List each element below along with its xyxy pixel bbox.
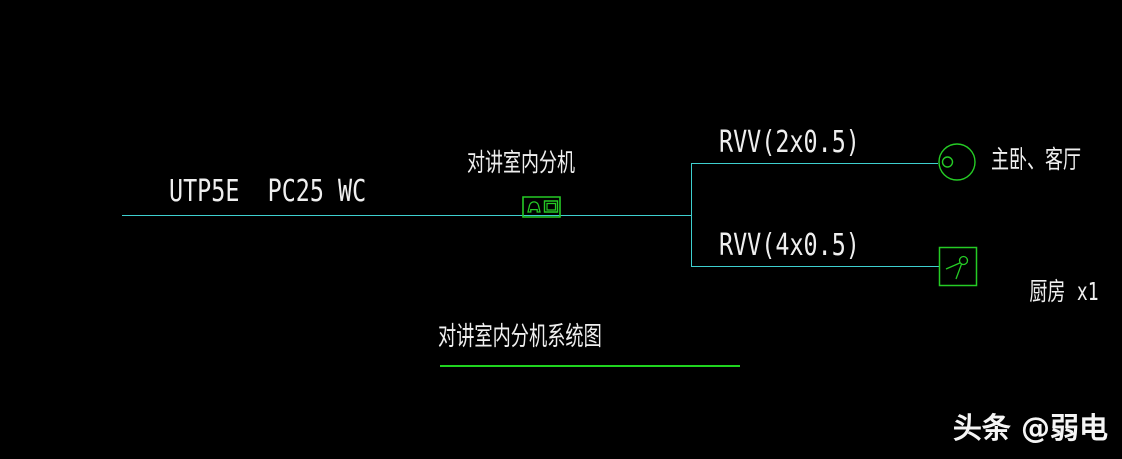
room-label-top: 主卧、客厅 — [991, 145, 1082, 174]
trunk-cable-label: UTP5E PC25 WC — [169, 174, 367, 209]
room-count: x1 — [1076, 277, 1099, 306]
branch-cable-label-bottom: RVV(4x0.5) — [719, 228, 860, 263]
indoor-unit-label: 对讲室内分机 — [467, 148, 576, 177]
round-outlet-icon — [936, 141, 978, 183]
room-label-bottom: 厨房 x1 — [986, 251, 1099, 332]
branch-riser-line — [691, 163, 692, 267]
handset-icon — [528, 202, 540, 212]
boxed-outlet-icon — [938, 246, 978, 287]
monitor-icon — [545, 201, 558, 212]
branch-wire-bottom — [692, 266, 939, 267]
indoor-intercom-station-icon — [521, 195, 563, 220]
diagram-title: 对讲室内分机系统图 — [438, 322, 602, 352]
branch-wire-top — [692, 163, 938, 164]
watermark-toutiao-ruodian: 头条 @弱电 — [952, 411, 1108, 445]
branch-cable-label-top: RVV(2x0.5) — [719, 125, 860, 160]
title-underline — [440, 365, 740, 367]
trunk-wire-line — [122, 215, 691, 216]
room-name: 厨房 — [1029, 277, 1066, 306]
